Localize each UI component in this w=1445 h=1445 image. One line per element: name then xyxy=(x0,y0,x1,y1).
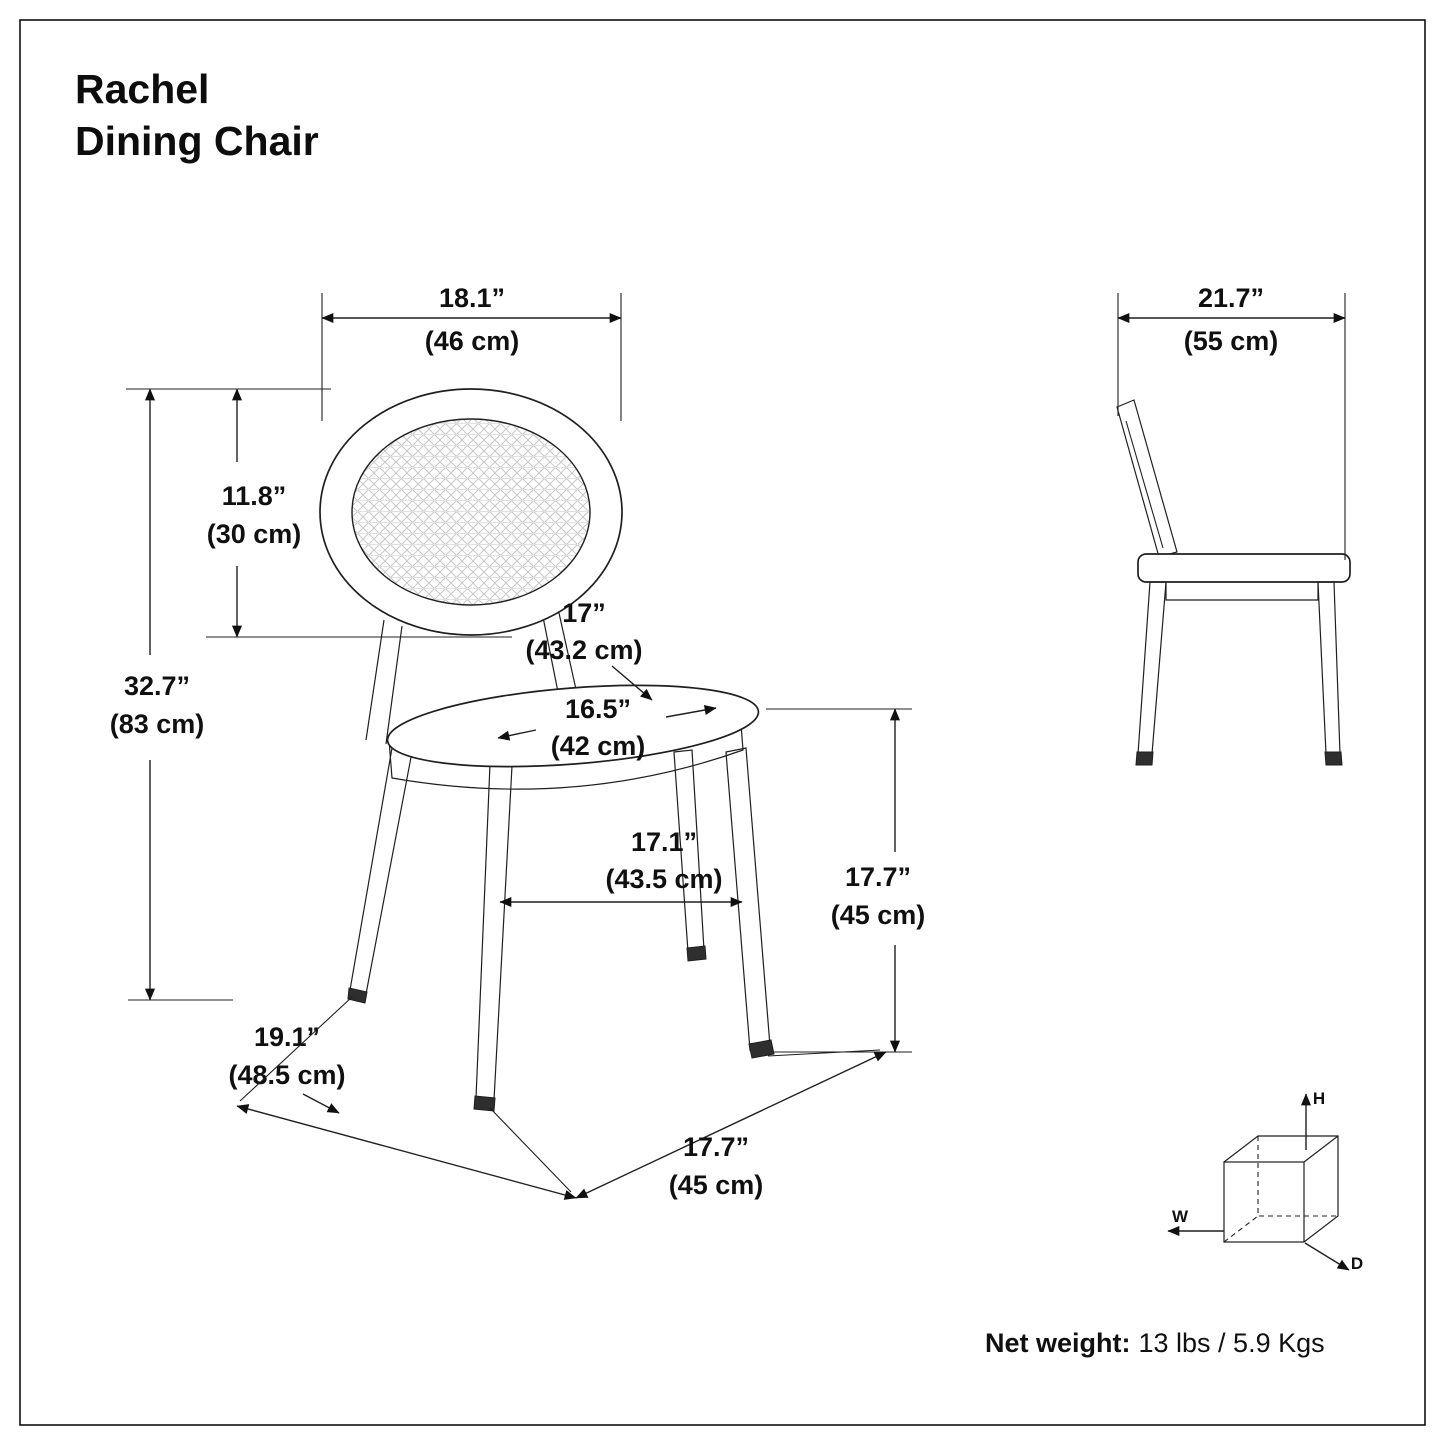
net-weight-value: 13 lbs / 5.9 Kgs xyxy=(1139,1328,1325,1358)
product-type: Dining Chair xyxy=(75,118,319,164)
page-title: Rachel Dining Chair xyxy=(75,66,319,164)
product-name: Rachel xyxy=(75,66,209,112)
foot-back-left xyxy=(347,987,368,1004)
dim-back-height-value: 11.8” xyxy=(222,481,287,511)
dim-seat-height-value: 17.7” xyxy=(845,862,911,892)
front-view-drawing xyxy=(319,388,775,1112)
net-weight: Net weight: 13 lbs / 5.9 Kgs xyxy=(985,1328,1325,1358)
dim-back-height-metric: (30 cm) xyxy=(207,519,302,549)
side-foot-back xyxy=(1135,751,1154,766)
side-backrest-inner-line xyxy=(1125,420,1164,549)
back-support-right xyxy=(541,603,578,703)
side-foot-front xyxy=(1324,751,1343,766)
dimline-seat-width-right xyxy=(665,705,717,718)
dim-back-width-metric: (46 cm) xyxy=(425,326,520,356)
dim-side-depth-metric: (55 cm) xyxy=(1184,326,1279,356)
seat-top xyxy=(386,684,760,768)
dim-overall-depth-metric: (48.5 cm) xyxy=(228,1060,345,1090)
dimline-overall-width xyxy=(575,1051,887,1199)
ext-back-height xyxy=(126,388,512,638)
dim-seat-width-value: 16.5” xyxy=(565,694,631,724)
foot-back-right xyxy=(686,945,707,962)
dim-overall-width-value: 17.7” xyxy=(683,1132,749,1162)
cube-hidden-edges xyxy=(1223,1136,1338,1243)
dimline-seat-width-left xyxy=(497,729,537,741)
depth-axis-arrow-icon xyxy=(1304,1242,1350,1271)
dimension-annotations: 18.1” (46 cm) 11.8” (30 cm) 32.7” (83 cm… xyxy=(110,283,1346,1200)
dim-overall-depth-value: 19.1” xyxy=(254,1022,320,1052)
dim-seat-depth-value: 17” xyxy=(562,598,606,628)
orientation-cube: H W D xyxy=(1167,1089,1363,1273)
dim-seat-width-metric: (42 cm) xyxy=(551,731,646,761)
side-seat xyxy=(1137,553,1351,583)
side-backrest xyxy=(1116,399,1178,558)
back-support-left xyxy=(365,619,403,745)
backrest-cane-panel xyxy=(351,418,591,606)
dimline-overall-depth xyxy=(236,1104,577,1200)
net-weight-label: Net weight: xyxy=(985,1328,1131,1358)
dim-back-width-value: 18.1” xyxy=(439,283,505,313)
side-view-drawing xyxy=(1116,399,1351,766)
dim-leg-span-metric: (43.5 cm) xyxy=(605,864,722,894)
dim-seat-height-metric: (45 cm) xyxy=(831,900,926,930)
cube-visible-edges xyxy=(1223,1135,1339,1243)
axis-label-depth: D xyxy=(1351,1254,1363,1273)
dim-overall-height-value: 32.7” xyxy=(124,671,190,701)
dim-seat-depth-metric: (43.2 cm) xyxy=(525,635,642,665)
foot-front-left xyxy=(473,1095,496,1112)
dim-overall-width-metric: (45 cm) xyxy=(669,1170,764,1200)
dim-leg-span-value: 17.1” xyxy=(631,827,697,857)
leader-seat-depth xyxy=(611,665,653,701)
cube-front-face xyxy=(1223,1161,1305,1243)
dim-overall-height-metric: (83 cm) xyxy=(110,709,205,739)
dim-side-depth-value: 21.7” xyxy=(1198,283,1264,313)
axis-label-width: W xyxy=(1172,1207,1189,1226)
axis-label-height: H xyxy=(1313,1089,1325,1108)
